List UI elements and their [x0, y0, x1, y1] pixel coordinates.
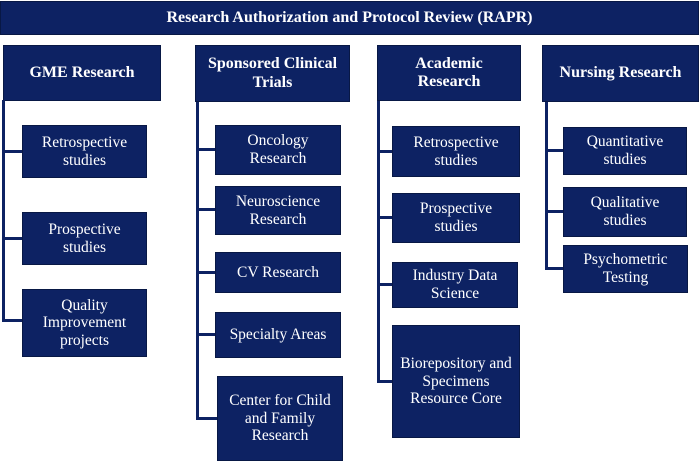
chart-title-bar: Research Authorization and Protocol Revi…: [0, 1, 699, 35]
column-header-nursing-research: Nursing Research: [542, 45, 699, 102]
org-node-label: Biorepository and Specimens Resource Cor…: [400, 355, 512, 408]
org-node-specialty-areas: Specialty Areas: [215, 312, 341, 358]
connector-stub: [377, 216, 392, 219]
org-node-label: Qualitative studies: [590, 194, 660, 229]
column-header-gme-research: GME Research: [3, 45, 161, 101]
connector-stub: [196, 417, 217, 420]
column-header-academic-research: Academic Research: [377, 45, 521, 101]
org-node-label: Center for Child and Family Research: [229, 392, 331, 445]
org-node-prospective-studies-academic: Prospective studies: [392, 193, 520, 243]
connector-stub: [545, 267, 563, 270]
org-node-quantitative-studies: Quantitative studies: [563, 127, 687, 175]
column-header-label: Academic Research: [415, 54, 483, 90]
org-node-retrospective-studies-academic: Retrospective studies: [392, 126, 520, 177]
org-node-retrospective-studies-gme: Retrospective studies: [22, 125, 147, 178]
connector-stub: [377, 283, 392, 286]
org-node-label: Prospective studies: [48, 220, 121, 256]
org-node-label: Psychometric Testing: [583, 251, 668, 286]
connector-stub: [196, 148, 215, 151]
chart-title: Research Authorization and Protocol Revi…: [166, 9, 533, 26]
connector-vertical-nursing: [545, 102, 548, 270]
connector-stub: [196, 208, 215, 211]
connector-stub: [2, 319, 22, 322]
org-node-label: Retrospective studies: [41, 133, 128, 169]
org-node-neuroscience-research: Neuroscience Research: [215, 186, 341, 235]
connector-vertical-gme: [2, 100, 5, 322]
column-header-label: GME Research: [29, 63, 135, 81]
org-node-quality-improvement-projects: Quality Improvement projects: [22, 289, 147, 357]
org-node-label: Specialty Areas: [229, 326, 327, 344]
org-node-label: Industry Data Science: [412, 267, 498, 302]
org-node-industry-data-science: Industry Data Science: [392, 262, 518, 308]
org-node-label: Oncology Research: [247, 132, 309, 167]
org-node-biorepository-and-specimens-resource-core: Biorepository and Specimens Resource Cor…: [392, 325, 520, 438]
org-node-prospective-studies-gme: Prospective studies: [22, 212, 147, 265]
org-node-label: Quantitative studies: [586, 133, 664, 168]
connector-vertical-sponsored: [196, 102, 199, 420]
org-node-label: Retrospective studies: [413, 133, 499, 169]
org-node-label: Quality Improvement projects: [42, 296, 127, 349]
org-node-label: Prospective studies: [419, 200, 493, 235]
connector-stub: [377, 380, 392, 383]
connector-stub: [545, 210, 563, 213]
connector-stub: [545, 149, 563, 152]
org-node-qualitative-studies: Qualitative studies: [563, 187, 687, 237]
connector-stub: [196, 271, 215, 274]
org-node-label: Neuroscience Research: [235, 192, 321, 228]
column-header-label: Nursing Research: [559, 64, 682, 82]
connector-stub: [377, 150, 392, 153]
org-node-oncology-research: Oncology Research: [215, 125, 341, 175]
connector-stub: [2, 150, 22, 153]
connector-stub: [2, 237, 22, 240]
org-node-label: CV Research: [237, 263, 319, 281]
column-header-sponsored-clinical-trials: Sponsored Clinical Trials: [195, 45, 350, 102]
org-node-center-for-child-and-family-research: Center for Child and Family Research: [217, 376, 343, 461]
org-node-psychometric-testing: Psychometric Testing: [563, 245, 688, 293]
connector-vertical-academic: [377, 101, 380, 383]
org-node-cv-research: CV Research: [215, 252, 341, 293]
connector-stub: [196, 333, 215, 336]
column-header-label: Sponsored Clinical Trials: [207, 55, 338, 91]
